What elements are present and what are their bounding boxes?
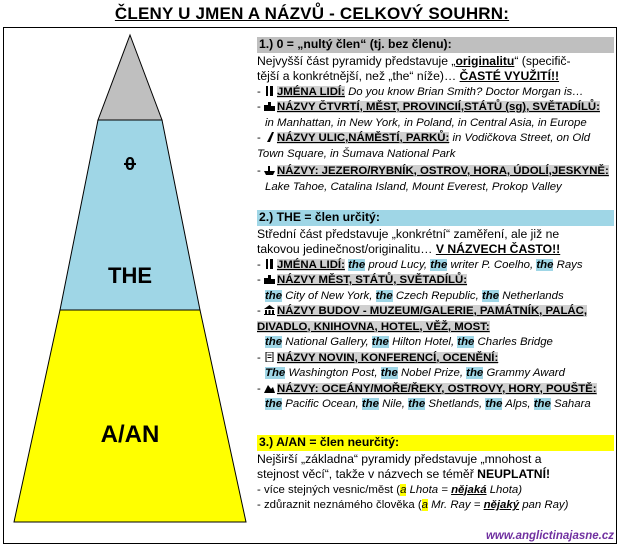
section3-item-villages: - více stejných vesnic/měst (a Lhota = n…: [257, 483, 522, 496]
section2-news: - NÁZVY NOVIN, KONFERENCÍ, OCENĚNÍ:: [257, 351, 499, 364]
section1-people: - JMÉNA LIDÍ: Do you know Brian Smith? D…: [257, 85, 584, 98]
article-pyramid: 0 THE A/AN: [13, 33, 247, 523]
section1-nature: - NÁZVY: JEZERO/RYBNÍK, OSTROV, HORA, ÚD…: [257, 165, 609, 177]
people-icon: [264, 258, 275, 269]
pyramid-bottom-label: A/AN: [101, 421, 160, 448]
section2-geography-examples: the Pacific Ocean, the Nile, the Shetlan…: [265, 398, 591, 410]
people-icon: [264, 85, 275, 96]
section2-geography: - NÁZVY: OCEÁNY/MOŘE/ŘEKY, OSTROVY, HORY…: [257, 382, 597, 395]
pyramid-top-segment: [97, 33, 163, 121]
section2-buildings: - NÁZVY BUDOV - MUZEUM/GALERIE, PAMÁTNÍK…: [257, 305, 588, 317]
section2-places: - NÁZVY MĚST, STÁTŮ, SVĚTADÍLŮ:: [257, 274, 468, 286]
section3-intro-line1: Nejširší „základna“ pyramidy představuje…: [257, 451, 542, 466]
section1-intro-line1: Nejvyšší část pyramidy představuje „orig…: [257, 53, 571, 68]
section1-nature-examples: Lake Tahoe, Catalina Island, Mount Evere…: [265, 180, 562, 193]
summary-frame: [3, 27, 617, 544]
city-icon: [263, 101, 275, 111]
section3-header: 3.) A/AN = člen neurčitý:: [257, 435, 614, 451]
section2-places-examples: the City of New York, the Czech Republic…: [265, 289, 564, 302]
pyramid-bottom-segment: [13, 309, 247, 523]
section2-buildings-cont: DIVADLO, KNIHOVNA, HOTEL, VĚŽ, MOST:: [257, 320, 490, 333]
building-icon: [263, 305, 275, 315]
boat-icon: [263, 165, 275, 175]
section2-news-examples: The Washington Post, the Nobel Prize, th…: [265, 367, 565, 379]
section2-intro-line2: takovou jedinečnost/originalitu… V NÁZVE…: [257, 242, 561, 256]
pyramid-middle-label: THE: [108, 263, 152, 288]
section-the-article: 2.) THE = člen určitý: Střední část před…: [257, 210, 614, 413]
document-icon: [264, 351, 275, 362]
mountain-icon: [263, 383, 275, 393]
section2-header: 2.) THE = člen určitý:: [257, 210, 614, 226]
page-title: ČLENY U JMEN A NÁZVŮ - CELKOVÝ SOUHRN:: [114, 4, 510, 23]
website-link[interactable]: www.anglictinajasne.cz: [485, 530, 614, 542]
section3-item-person: - zdůraznit neznámého člověka (a Mr. Ray…: [257, 499, 569, 511]
section1-places-examples: in Manhattan, in New York, in Poland, in…: [265, 116, 587, 129]
section1-streets: - NÁZVY ULIC,NÁMĚSTÍ, PARKŮ: in Vodičkov…: [257, 132, 591, 144]
city-icon: [263, 274, 275, 284]
section-zero-article: 1.) 0 = „nultý člen“ (tj. bez členu): Ne…: [257, 37, 614, 195]
road-icon: [264, 132, 275, 142]
section2-people: - JMÉNA LIDÍ: the proud Lucy, the writer…: [257, 258, 583, 271]
section1-streets-examples: Town Square, in Šumava National Park: [257, 147, 456, 160]
section-a-an-article: 3.) A/AN = člen neurčitý: Nejširší „zákl…: [257, 435, 614, 514]
section3-intro-line2: stejnost věcí“, takže v názvech se téměř…: [257, 467, 551, 481]
section1-intro-line2: tější a konkrétnější, než „the“ níže)… Č…: [257, 69, 560, 83]
section2-intro-line1: Střední část představuje „konkrétní“ zam…: [257, 226, 560, 241]
section2-buildings-examples: the National Gallery, the Hilton Hotel, …: [265, 336, 553, 348]
section1-header: 1.) 0 = „nultý člen“ (tj. bez členu):: [257, 37, 614, 53]
section1-places: - NÁZVY ČTVRTÍ, MĚST, PROVINCIÍ,STÁTŮ (s…: [257, 101, 600, 113]
